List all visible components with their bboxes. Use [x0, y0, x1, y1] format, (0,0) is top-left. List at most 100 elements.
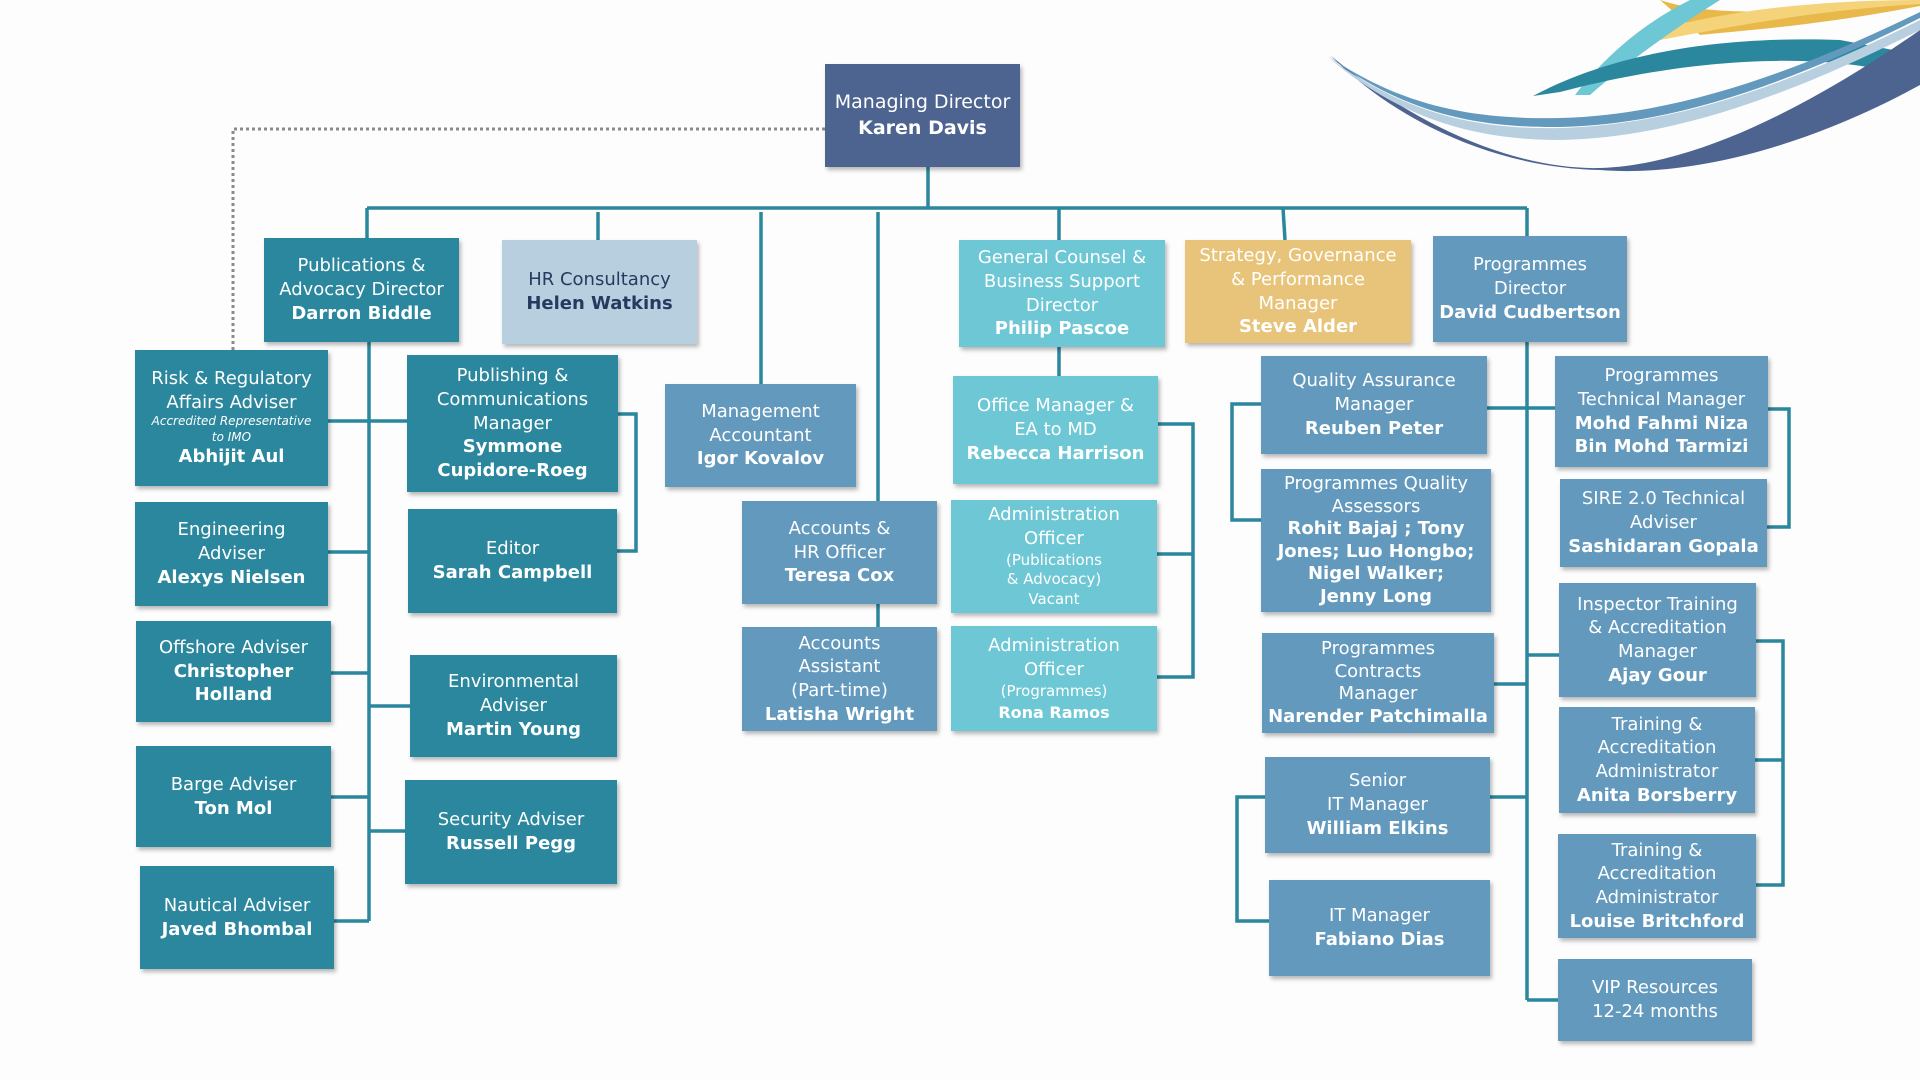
person-name: Abhijit Aul	[178, 446, 285, 468]
role-title: Barge Adviser	[170, 773, 297, 795]
person-name: Helen Watkins	[526, 293, 673, 314]
person-name: Sarah Campbell	[432, 562, 593, 583]
dotted-connector-md-risk	[231, 127, 825, 350]
person-name: Christopher Holland	[173, 660, 294, 706]
box-accounts-assistant[interactable]: Accounts Assistant (Part-time) Latisha W…	[742, 627, 937, 731]
box-hr-consultancy[interactable]: HR Consultancy Helen Watkins	[502, 240, 697, 344]
person-name: William Elkins	[1306, 817, 1449, 839]
person-name: Ajay Gour	[1608, 664, 1707, 686]
role-note: Accredited Representative to IMO	[151, 414, 312, 444]
role-title: Senior IT Manager	[1327, 770, 1428, 816]
person-name: Narender Patchimalla	[1268, 705, 1488, 727]
box-admin-officer-programmes[interactable]: Administration Officer (Programmes) Rona…	[951, 626, 1157, 731]
person-name: Symmone Cupidore-Roeg	[437, 436, 588, 482]
role-title: VIP Resources 12-24 months	[1591, 977, 1719, 1022]
box-accounts-hr-officer[interactable]: Accounts & HR Officer Teresa Cox	[742, 501, 937, 604]
box-admin-officer-publications[interactable]: Administration Officer (Publications & A…	[951, 500, 1157, 613]
person-name: Rohit Bajaj ; Tony Jones; Luo Hongbo; Ni…	[1277, 518, 1475, 607]
person-name: Karen Davis	[858, 116, 987, 139]
person-name: Reuben Peter	[1304, 417, 1444, 439]
box-engineering-adviser[interactable]: Engineering Adviser Alexys Nielsen	[135, 502, 328, 606]
role-title: Nautical Adviser	[163, 894, 311, 916]
role-title: IT Manager	[1329, 905, 1430, 927]
role-title: Training & Accreditation Administrator	[1595, 839, 1719, 909]
role-title: Offshore Adviser	[158, 636, 309, 658]
person-name: Russell Pegg	[445, 833, 577, 854]
role-title: Programmes Quality Assessors	[1284, 473, 1468, 517]
box-strategy-manager[interactable]: Strategy, Governance & Performance Manag…	[1185, 240, 1411, 343]
role-title: Environmental Adviser	[448, 671, 579, 717]
swoosh-steel	[1328, 12, 1920, 128]
role-title: Administration Officer	[988, 635, 1120, 681]
person-name: Ton Mol	[194, 797, 273, 819]
role-title: Engineering Adviser	[177, 519, 286, 565]
role-title: Publishing & Communications Manager	[436, 365, 589, 434]
box-quality-assessors[interactable]: Programmes Quality Assessors Rohit Bajaj…	[1261, 469, 1491, 612]
person-name: David Cudbertson	[1439, 301, 1621, 323]
box-training-admin-2[interactable]: Training & Accreditation Administrator L…	[1558, 834, 1756, 938]
person-name: Sashidaran Gopala	[1568, 535, 1759, 557]
box-editor[interactable]: Editor Sarah Campbell	[408, 509, 617, 613]
role-title: Training & Accreditation Administrator	[1595, 713, 1719, 783]
person-name: Rona Ramos	[998, 702, 1110, 722]
role-title: SIRE 2.0 Technical Adviser	[1581, 488, 1746, 534]
box-managing-director[interactable]: Managing Director Karen Davis	[825, 64, 1020, 167]
role-title: General Counsel & Business Support Direc…	[977, 247, 1147, 316]
box-risk-adviser[interactable]: Risk & Regulatory Affairs Adviser Accred…	[135, 350, 328, 486]
box-barge-adviser[interactable]: Barge Adviser Ton Mol	[136, 746, 331, 847]
person-name: Latisha Wright	[764, 703, 915, 725]
person-name: Alexys Nielsen	[157, 566, 306, 588]
box-publishing-manager[interactable]: Publishing & Communications Manager Symm…	[407, 355, 618, 492]
swoosh-navy	[1330, 30, 1920, 172]
box-it-manager[interactable]: IT Manager Fabiano Dias	[1269, 880, 1490, 976]
role-title: Accounts & HR Officer	[788, 517, 891, 563]
box-publications-director[interactable]: Publications & Advocacy Director Darron …	[264, 238, 459, 342]
role-title: Administration Officer	[988, 504, 1120, 549]
box-training-admin-1[interactable]: Training & Accreditation Administrator A…	[1559, 707, 1755, 813]
role-title: Inspector Training & Accreditation Manag…	[1577, 593, 1738, 663]
person-name: Igor Kovalov	[696, 448, 825, 470]
box-contracts-manager[interactable]: Programmes Contracts Manager Narender Pa…	[1262, 633, 1494, 733]
box-technical-manager[interactable]: Programmes Technical Manager Mohd Fahmi …	[1555, 356, 1768, 467]
box-inspector-training-manager[interactable]: Inspector Training & Accreditation Manag…	[1559, 583, 1756, 697]
person-name: Javed Bhombal	[161, 918, 313, 940]
person-name: Anita Borsberry	[1576, 784, 1738, 806]
swoosh-lightblue	[1328, 20, 1920, 140]
box-qa-manager[interactable]: Quality Assurance Manager Reuben Peter	[1261, 356, 1487, 454]
role-title: Programmes Director	[1473, 254, 1587, 300]
role-title: Management Accountant	[701, 400, 820, 446]
box-vip-resources[interactable]: VIP Resources 12-24 months	[1558, 959, 1752, 1041]
role-title: Programmes Contracts Manager	[1321, 638, 1435, 704]
person-name: Martin Young	[445, 718, 582, 740]
role-detail: (Programmes)	[1000, 681, 1108, 700]
box-office-manager[interactable]: Office Manager & EA to MD Rebecca Harris…	[953, 376, 1158, 484]
role-title: Publications & Advocacy Director	[279, 255, 444, 301]
role-title: Editor	[485, 538, 540, 560]
person-name: Darron Biddle	[291, 302, 432, 324]
box-programmes-director[interactable]: Programmes Director David Cudbertson	[1433, 236, 1627, 342]
box-general-counsel[interactable]: General Counsel & Business Support Direc…	[959, 240, 1165, 347]
role-title: Programmes Technical Manager	[1577, 365, 1746, 410]
person-name: Philip Pascoe	[994, 318, 1130, 340]
box-sire-adviser[interactable]: SIRE 2.0 Technical Adviser Sashidaran Go…	[1560, 479, 1767, 567]
role-title: Office Manager & EA to MD	[977, 395, 1134, 441]
swoosh-teal	[1533, 39, 1920, 96]
box-security-adviser[interactable]: Security Adviser Russell Pegg	[405, 780, 617, 884]
role-title: HR Consultancy	[528, 269, 671, 291]
box-offshore-adviser[interactable]: Offshore Adviser Christopher Holland	[136, 621, 331, 722]
person-name: Rebecca Harrison	[966, 442, 1145, 464]
box-nautical-adviser[interactable]: Nautical Adviser Javed Bhombal	[140, 866, 334, 969]
person-name: Fabiano Dias	[1314, 929, 1445, 950]
person-name: Teresa Cox	[784, 565, 895, 587]
role-title: Accounts Assistant (Part-time)	[791, 632, 888, 702]
box-environmental-adviser[interactable]: Environmental Adviser Martin Young	[410, 655, 617, 757]
role-title: Risk & Regulatory Affairs Adviser	[151, 367, 312, 413]
person-name: Louise Britchford	[1569, 910, 1745, 932]
role-title: Quality Assurance Manager	[1292, 370, 1456, 416]
box-senior-it-manager[interactable]: Senior IT Manager William Elkins	[1265, 757, 1490, 853]
role-title: Managing Director	[834, 91, 1011, 114]
person-name: Steve Alder	[1238, 316, 1358, 338]
box-management-accountant[interactable]: Management Accountant Igor Kovalov	[665, 384, 856, 487]
